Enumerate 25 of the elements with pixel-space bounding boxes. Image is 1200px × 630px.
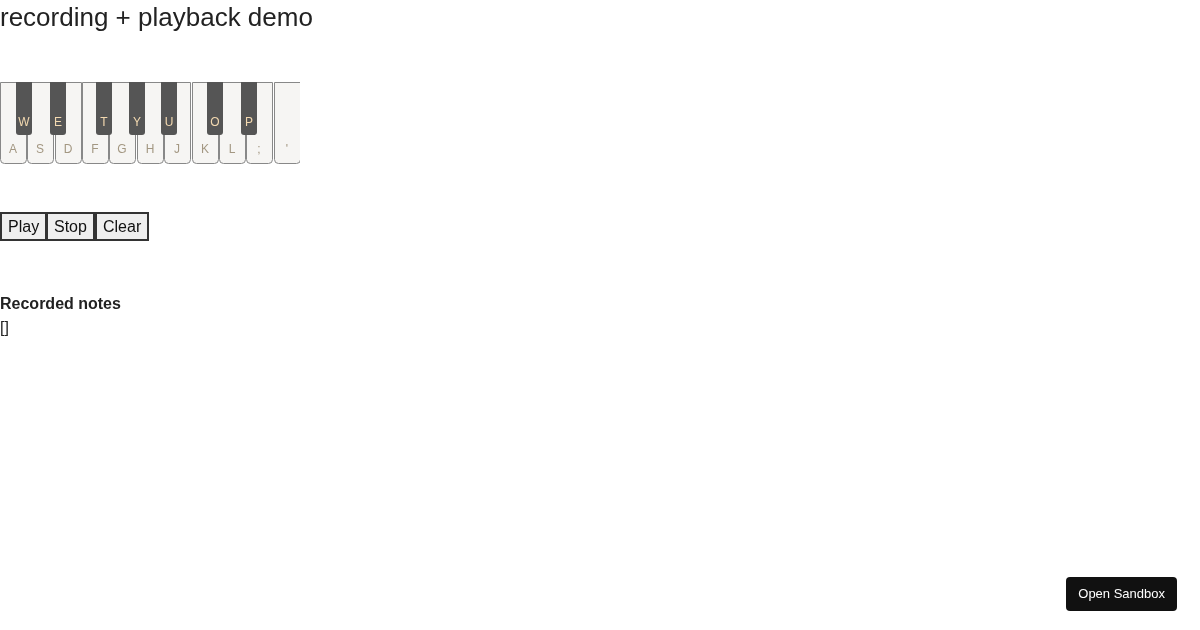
key-letter: G <box>116 142 128 156</box>
key-letter: K <box>200 142 210 156</box>
section-heading: Recorded notes <box>0 294 121 314</box>
key-letter: S <box>35 142 45 156</box>
control-button: Clear <box>95 212 150 241</box>
page-title: recording + playback demo <box>0 2 313 32</box>
key-letter: F <box>90 142 100 156</box>
key-letter: Y <box>132 115 142 129</box>
key-letter: T <box>99 115 109 129</box>
key-letter: ; <box>256 142 262 156</box>
key-letter: L <box>227 142 237 156</box>
key-letter: J <box>173 142 181 156</box>
key-letter: O <box>209 115 221 129</box>
notes-value: [] <box>0 318 9 338</box>
key-letter: H <box>144 142 156 156</box>
open-sandbox-button: Open Sandbox <box>1066 577 1177 611</box>
key-letter: ' <box>284 142 290 156</box>
key-letter: P <box>244 115 254 129</box>
key-letter: W <box>17 115 31 129</box>
key-letter: D <box>62 142 74 156</box>
key-letter: E <box>53 115 63 129</box>
control-button: Play <box>0 212 48 241</box>
key-letter: A <box>8 142 18 156</box>
control-button: Stop <box>46 212 95 241</box>
key-letter: U <box>163 115 175 129</box>
